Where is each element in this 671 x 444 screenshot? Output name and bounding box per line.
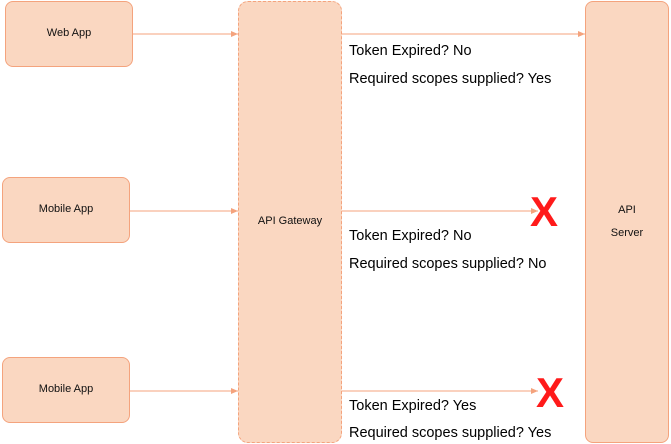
api-server-label-line1: API — [618, 203, 636, 216]
web-app-label: Web App — [46, 27, 92, 40]
api-server-label-line2: Server — [610, 227, 644, 239]
mobile-app-label-2: Mobile App — [38, 383, 94, 396]
flow2-scopes: Required scopes supplied? No — [349, 256, 547, 272]
flow3-token-expired: Token Expired? Yes — [349, 398, 477, 414]
flow1-token-expired: Token Expired? No — [349, 43, 472, 59]
api-server-label: API Server — [611, 199, 643, 245]
web-app-node: Web App — [5, 1, 133, 67]
flow3-scopes: Required scopes supplied? Yes — [349, 425, 552, 441]
api-gateway-label: API Gateway — [257, 215, 323, 228]
deny-x-icon-2: X — [536, 369, 565, 416]
flow2-token-expired: Token Expired? No — [349, 228, 472, 244]
mobile-app-node-2: Mobile App — [2, 357, 130, 423]
mobile-app-label-1: Mobile App — [38, 203, 94, 216]
api-gateway-node: API Gateway — [238, 1, 342, 443]
mobile-app-node-1: Mobile App — [2, 177, 130, 243]
flow1-scopes: Required scopes supplied? Yes — [349, 71, 552, 87]
deny-x-icon-1: X — [530, 188, 559, 235]
api-server-node: API Server — [585, 1, 669, 443]
